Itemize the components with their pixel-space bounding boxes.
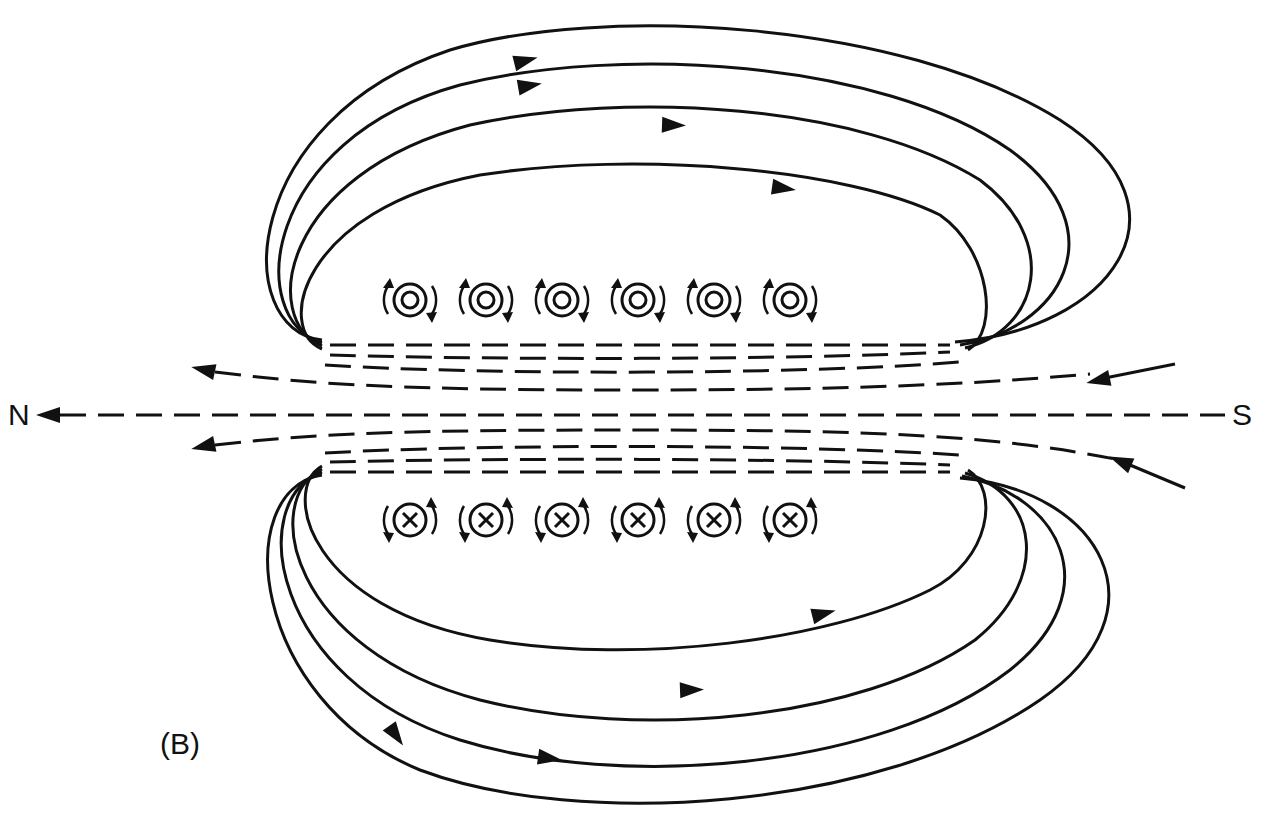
current-out-symbol: [383, 278, 437, 323]
pole-label: S: [1232, 400, 1252, 430]
current-out-symbol: [459, 278, 513, 323]
current-in-symbol: [687, 497, 741, 543]
current-out-symbol: [535, 278, 589, 323]
current-out-symbol: [687, 278, 741, 323]
current-out-symbol: [611, 278, 665, 323]
figure-label: (B): [160, 729, 200, 759]
pole-label: N: [8, 400, 30, 430]
field-line: [268, 466, 1109, 803]
current-in-symbol: [459, 497, 513, 543]
current-out-symbol: [763, 278, 817, 323]
current-in-symbol: [383, 497, 437, 543]
current-in-symbol: [763, 497, 817, 543]
current-in-symbol: [535, 497, 589, 543]
field-line: [267, 26, 1130, 350]
current-in-symbol: [611, 497, 665, 543]
interior-field-line: [60, 345, 1225, 472]
